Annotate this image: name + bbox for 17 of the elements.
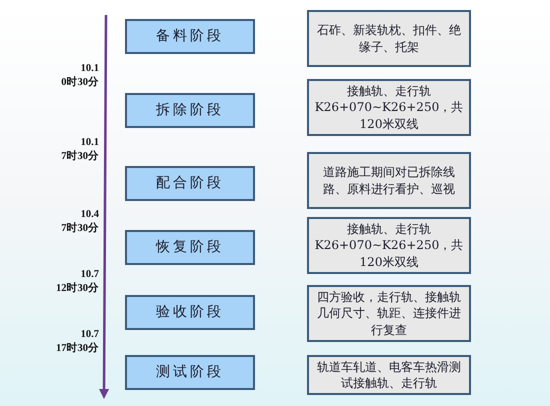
description-box: 石砟、新装轨枕、扣件、绝缘子、托架 [307,10,471,67]
time-label: 10.1 7时30分 [60,136,99,164]
stage-box: 恢复阶段 [125,230,255,265]
time-label: 10.7 12时30分 [55,268,99,296]
description-box: 轨道车轧道、电客车热滑测试接触轨、走行轨 [307,355,471,395]
stage-box: 备料阶段 [125,19,255,54]
stage-box: 验收阶段 [125,295,255,330]
stage-box: 测试阶段 [125,355,255,390]
stage-box: 拆除阶段 [125,93,255,128]
time-label: 10.7 17时30分 [55,328,99,356]
time-label: 10.4 7时30分 [60,208,99,236]
description-box: 接触轨、走行轨 K26+070~K26+250，共 120米双线 [307,217,471,274]
description-box: 接触轨、走行轨 K26+070~K26+250，共 120米双线 [307,79,471,136]
description-box: 四方验收，走行轨、接触轨几何尺寸、轨距、连接件进行复查 [307,285,471,342]
time-label: 10.1 0时30分 [60,62,99,90]
stage-box: 配合阶段 [125,166,255,201]
description-box: 道路施工期间对已拆除线路、原料进行看护、巡视 [307,152,471,209]
